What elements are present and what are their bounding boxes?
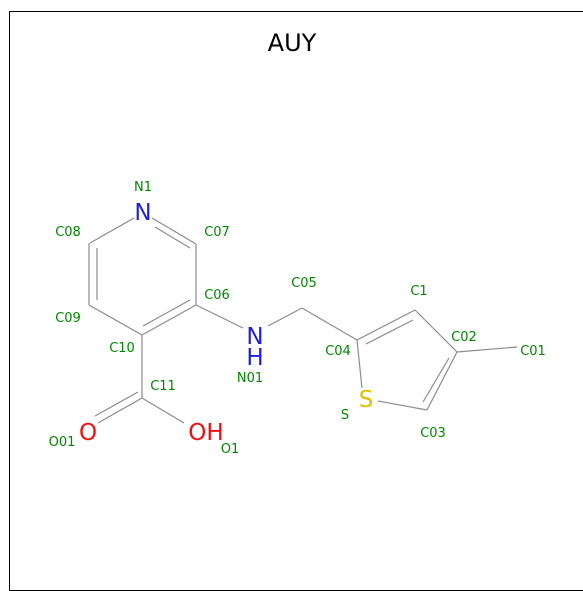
bond-c06-n01	[195, 304, 244, 329]
bond-c03-s	[377, 400, 428, 411]
atom-label-c08: C08	[55, 225, 81, 240]
atom-label-c10: C10	[109, 341, 135, 356]
atom-label-c02: C02	[451, 330, 477, 345]
atom-label-c1: C1	[410, 284, 427, 299]
atom-label-o01: O01	[49, 435, 76, 450]
bond-c09-c10	[88, 304, 143, 336]
element-oh-hydroxyl: OH	[188, 420, 223, 446]
bond-n01-c05	[267, 307, 303, 327]
atom-label-c07: C07	[204, 225, 230, 240]
bond-group	[88, 217, 518, 424]
bond-c11-o1	[141, 397, 185, 424]
bond-c02-c03	[426, 351, 458, 411]
atom-label-c11: C11	[150, 379, 176, 394]
element-h-amine: H	[246, 345, 263, 371]
atom-label-c03: C03	[420, 426, 446, 441]
bond-c04-c1-double	[365, 319, 414, 345]
bond-s-c04	[356, 339, 363, 389]
bond-n1-c07-double	[154, 226, 191, 249]
bond-c11-o01	[97, 397, 143, 424]
atom-label-c09: C09	[55, 311, 81, 326]
bond-c02-c03-double	[422, 357, 450, 403]
bond-c02-c01	[456, 346, 518, 353]
atom-label-n01: N01	[237, 371, 263, 386]
element-n-ring: N	[134, 200, 151, 226]
atom-label-c04: C04	[325, 344, 351, 359]
atom-label-c05: C05	[291, 276, 317, 291]
bond-n1-c08	[89, 217, 135, 244]
atom-label-c06: C06	[204, 288, 230, 303]
atom-label-o1: O1	[221, 442, 240, 457]
bond-c10-c06-double	[142, 299, 191, 327]
atom-label-n1: N1	[134, 180, 152, 195]
element-o-carbonyl: O	[79, 420, 97, 446]
bond-c04-c1	[356, 309, 416, 341]
diagram-title: AUY	[268, 29, 317, 57]
element-s-ring: S	[359, 387, 374, 413]
bond-c1-c02	[414, 309, 458, 353]
element-n-amine: N	[246, 324, 263, 350]
bond-n1-c07	[151, 217, 197, 245]
atom-label-s: S	[341, 408, 349, 423]
bond-c05-c04	[301, 307, 358, 341]
atom-label-c01: C01	[520, 344, 546, 359]
bond-c10-c06	[141, 304, 197, 336]
bond-c11-o01-double	[94, 391, 139, 417]
